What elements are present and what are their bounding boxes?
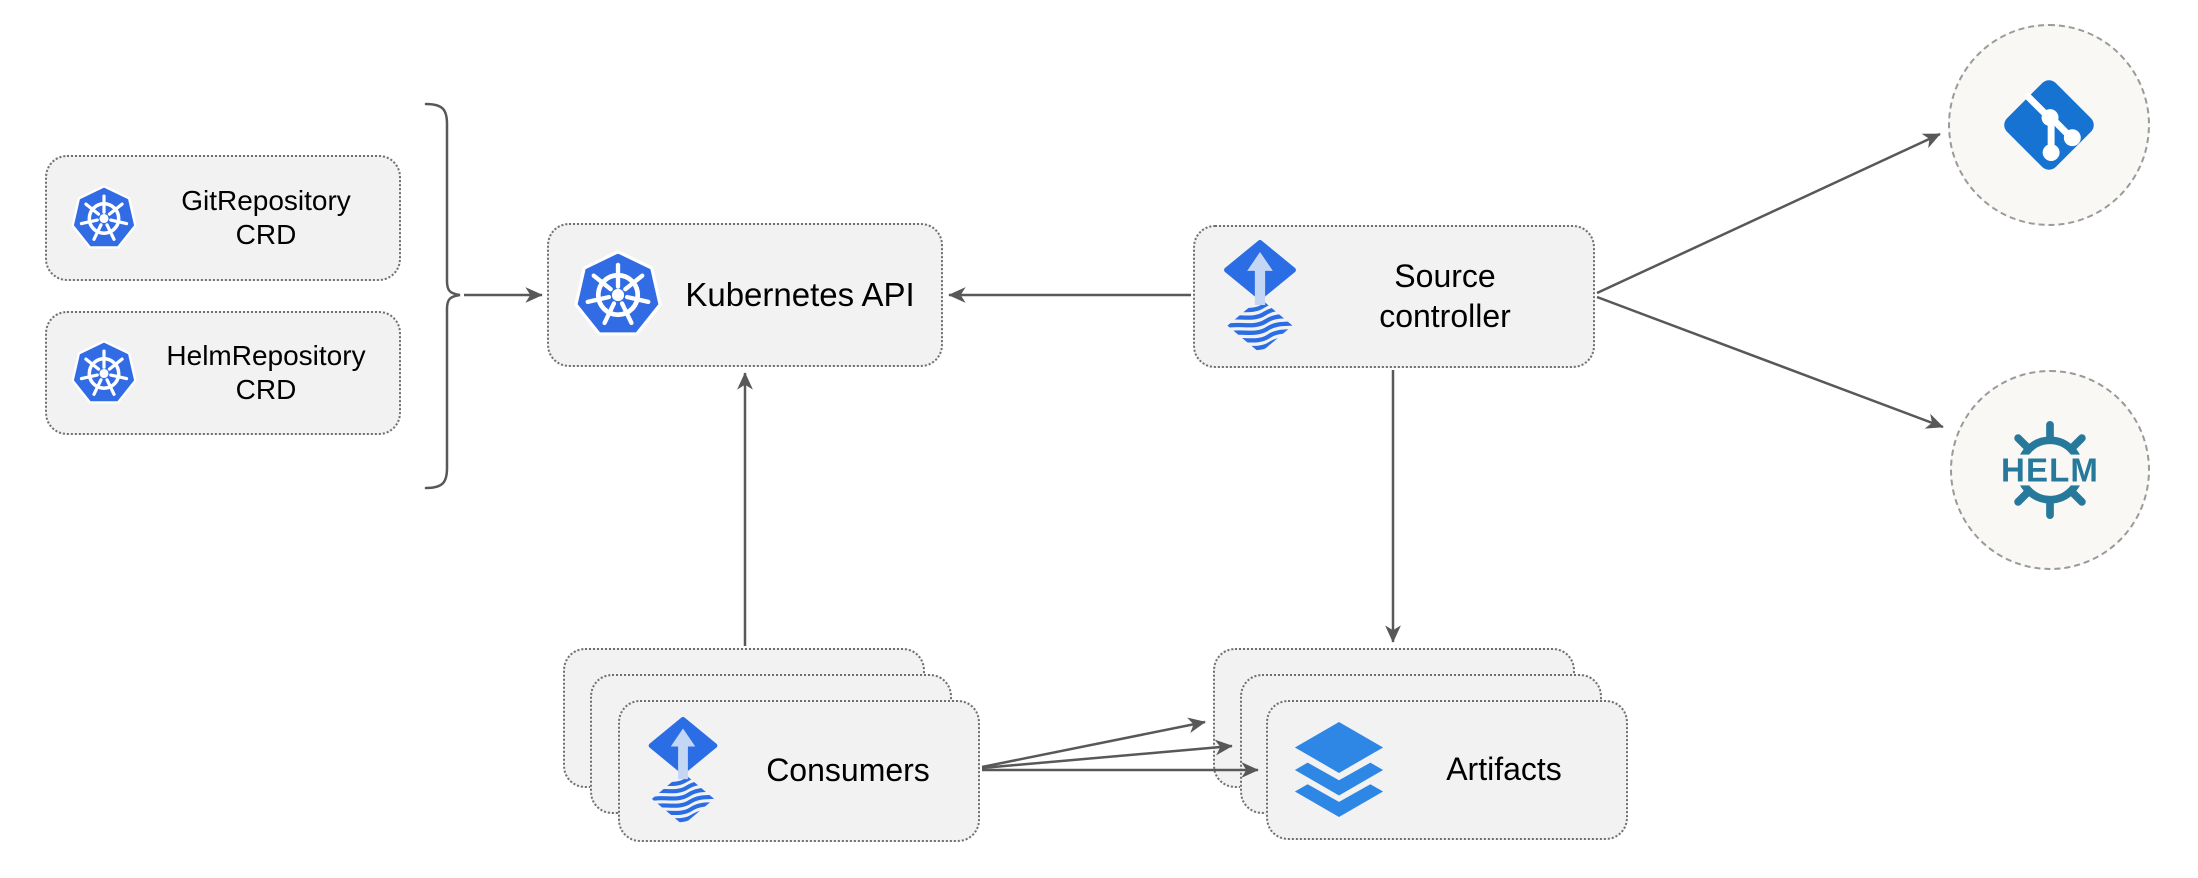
node-label: Source controller — [1379, 258, 1511, 334]
edge-consumers-to-artifacts-1 — [981, 717, 1206, 769]
edge-source-controller-to-helm — [1596, 295, 1944, 429]
artifacts-stack: Artifacts — [1213, 648, 1629, 841]
node-label-wrap: Kubernetes API — [681, 275, 919, 315]
node-label: Kubernetes API — [685, 275, 915, 313]
node-gitrepository-crd: GitRepository CRD — [45, 155, 401, 281]
helm-icon: HELM — [1984, 404, 2116, 536]
node-label: Consumers — [766, 752, 930, 789]
node-label-wrap: Source controller — [1319, 257, 1571, 335]
flux-source-icon — [1217, 240, 1303, 353]
layers-icon — [1290, 718, 1388, 822]
crd-brace — [424, 102, 461, 490]
kubernetes-icon — [69, 337, 139, 410]
git-icon — [1996, 72, 2102, 178]
node-label-wrap: Consumers — [740, 751, 956, 790]
node-label: HelmRepository CRD — [166, 339, 366, 405]
node-label: Artifacts — [1446, 751, 1562, 788]
node-label-wrap: Artifacts — [1404, 750, 1604, 789]
node-label-wrap: HelmRepository CRD — [155, 339, 377, 407]
node-kubernetes-api: Kubernetes API — [547, 223, 943, 367]
node-helmrepository-crd: HelmRepository CRD — [45, 311, 401, 435]
kubernetes-icon — [571, 246, 665, 344]
node-git-repository — [1948, 24, 2150, 226]
edge-consumers-to-artifacts-2 — [981, 739, 1233, 770]
node-label: GitRepository CRD — [181, 184, 351, 250]
edge-source-controller-to-git — [1596, 132, 1941, 295]
helm-logo-text: HELM — [2001, 452, 2099, 489]
node-consumers: Consumers — [618, 700, 980, 842]
node-source-controller: Source controller — [1193, 225, 1595, 368]
kubernetes-icon — [69, 182, 139, 255]
flux-source-icon — [642, 717, 724, 825]
node-label-wrap: GitRepository CRD — [155, 184, 377, 252]
consumers-stack: Consumers — [563, 648, 981, 843]
node-artifacts: Artifacts — [1266, 700, 1628, 840]
node-helm-repository: HELM — [1950, 370, 2150, 570]
